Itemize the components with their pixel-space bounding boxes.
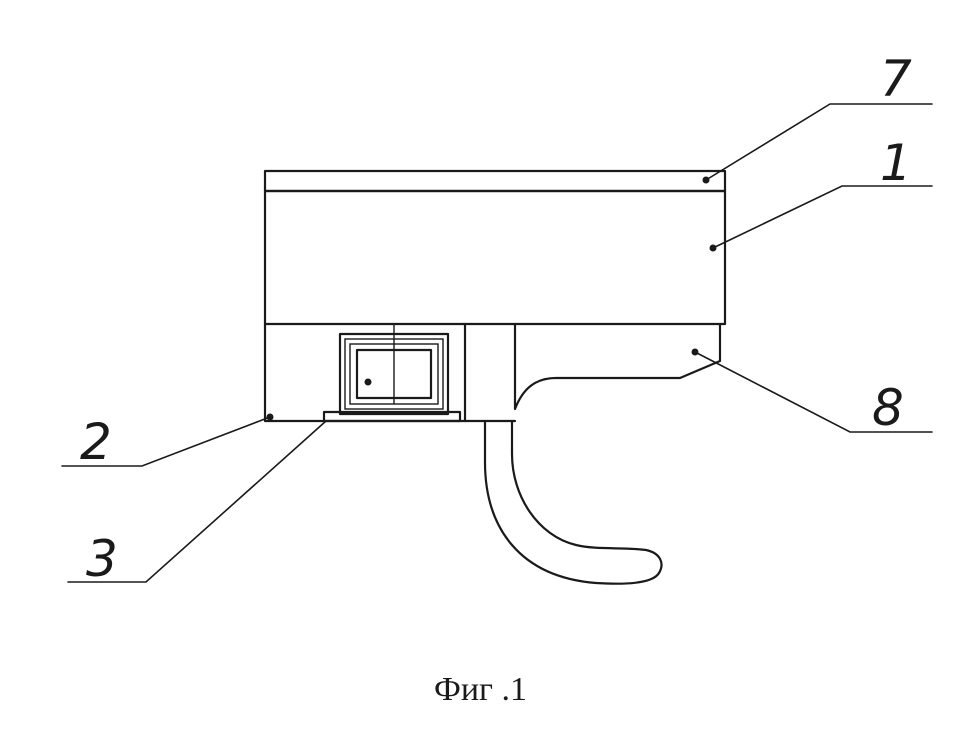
leader-3	[67, 420, 327, 583]
leader-2	[61, 416, 271, 467]
ref-dot-3	[364, 378, 372, 386]
main-housing	[263, 189, 727, 326]
leader-8	[694, 351, 933, 433]
figure-caption: Фиг .1	[434, 671, 527, 708]
leader-1	[712, 185, 933, 249]
right-bracket	[513, 322, 722, 411]
label-3: 3	[86, 530, 118, 588]
label-2: 2	[80, 413, 112, 471]
label-8: 8	[872, 379, 904, 437]
label-1: 1	[880, 134, 912, 192]
top-cover-strip	[263, 169, 727, 193]
label-7: 7	[880, 50, 912, 108]
window-base-plate	[322, 410, 462, 423]
leader-7	[705, 103, 933, 181]
curved-handle	[483, 419, 663, 585]
